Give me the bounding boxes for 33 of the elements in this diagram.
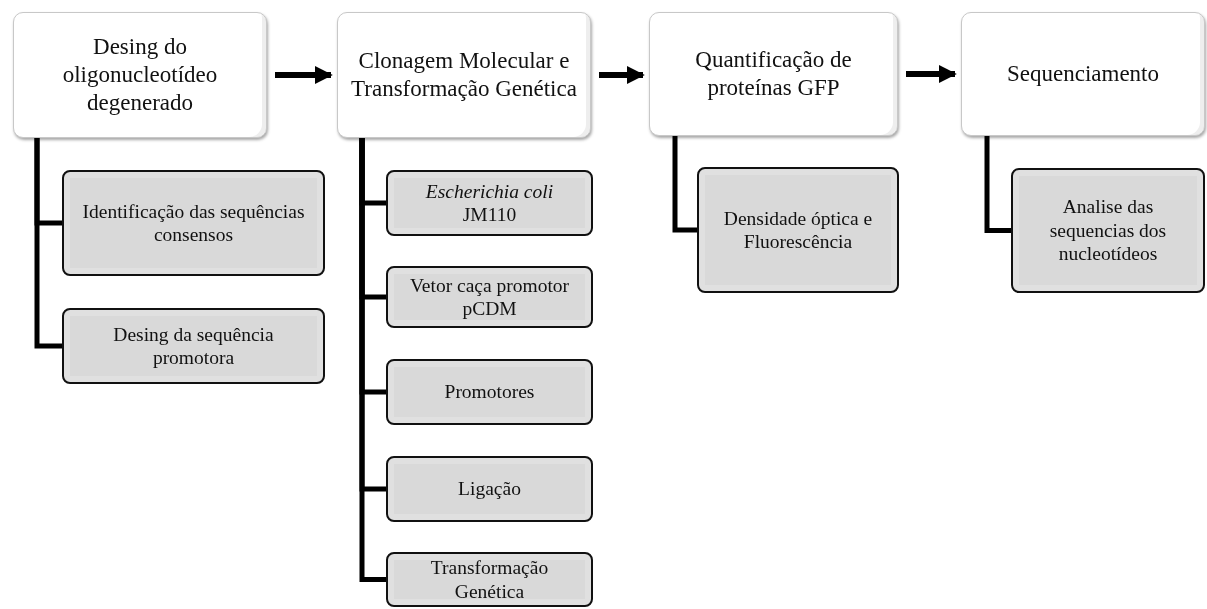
node-text: Analise das sequencias dos nucleotídeos xyxy=(1048,195,1168,266)
node-text: Quantificação de proteínas GFP xyxy=(694,45,853,102)
node-text: Desing do oligonucleotídeo degenerado xyxy=(61,32,219,117)
process-box xyxy=(961,12,1205,136)
task-box xyxy=(62,308,325,384)
task-box xyxy=(1011,168,1205,293)
node-text: Ligação xyxy=(458,477,521,501)
process-box xyxy=(649,12,898,136)
node-text: Vetor caça promotor pCDM xyxy=(408,273,571,321)
task-box xyxy=(386,359,593,425)
connector-line xyxy=(984,136,1011,233)
node-text: Sequenciamento xyxy=(1007,59,1159,88)
task-box xyxy=(386,456,593,522)
node-text: Desing da sequência promotora xyxy=(112,322,275,370)
task-box xyxy=(62,170,325,276)
arrow xyxy=(599,66,645,84)
connector-line xyxy=(672,136,697,233)
node-text: Transformação Genética xyxy=(429,556,550,603)
task-box xyxy=(386,552,593,607)
node-text: Escherichia coli JM110 xyxy=(424,179,555,227)
arrow xyxy=(275,66,333,84)
node-text: Clonagem Molecular e Transformação Genética xyxy=(350,46,578,103)
arrow xyxy=(906,65,957,83)
node-text: Promotores xyxy=(444,380,535,404)
connector-line xyxy=(34,138,62,349)
task-box xyxy=(386,266,593,328)
node-text: Identificação das sequências consensos xyxy=(81,199,306,247)
connector-line xyxy=(359,138,386,582)
node-text: Densidade óptica e Fluorescência xyxy=(722,206,874,254)
process-box xyxy=(337,12,591,138)
task-box xyxy=(386,170,593,236)
process-box xyxy=(13,12,267,138)
task-box xyxy=(697,167,899,293)
